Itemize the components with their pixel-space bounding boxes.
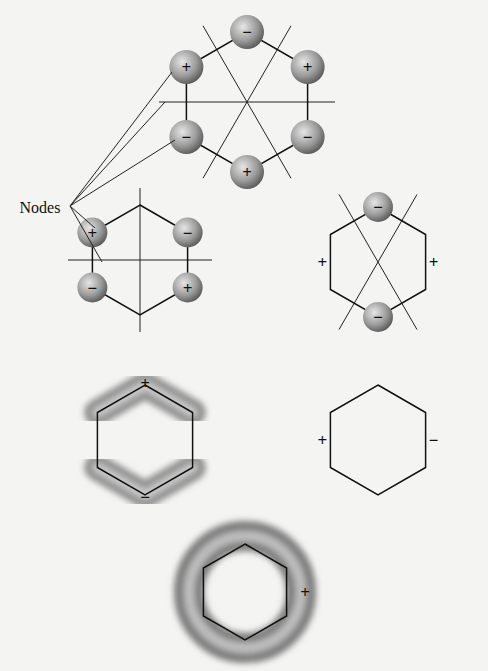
node-plane — [68, 260, 212, 261]
phase-sign: + — [318, 432, 328, 449]
leader-line — [70, 72, 172, 206]
phase-sign: + — [300, 584, 310, 601]
benzene-ring — [330, 207, 425, 317]
phase-sign: + — [140, 375, 150, 392]
leader-line — [70, 102, 165, 206]
benzene-ring — [92, 205, 187, 315]
p-orbital-lobe — [230, 15, 264, 49]
node-plane — [339, 194, 417, 329]
phase-sign: + — [182, 59, 192, 76]
phase-sign: + — [303, 59, 313, 76]
p-orbital-lobe — [169, 50, 203, 84]
p-orbital-lobe — [173, 218, 203, 248]
node-plane — [339, 194, 417, 329]
benzene-ring — [203, 544, 286, 640]
phase-sign: − — [373, 309, 383, 326]
phase-sign: − — [242, 24, 252, 41]
callout-label: Nodes — [18, 199, 63, 217]
p-orbital-lobe — [363, 302, 393, 332]
leader-line — [70, 140, 175, 206]
p-orbital-lobe — [291, 50, 325, 84]
phase-sign: − — [183, 224, 193, 241]
phase-sign: − — [429, 432, 439, 449]
p-orbital-lobe — [363, 192, 393, 222]
phase-sign: + — [242, 164, 252, 181]
phase-sign: − — [140, 489, 150, 506]
phase-sign: − — [182, 129, 192, 146]
p-orbital-lobe — [169, 120, 203, 154]
phase-sign: − — [88, 279, 98, 296]
benzene-ring — [330, 385, 425, 495]
p-orbital-lobe — [173, 273, 203, 303]
benzene-ring — [186, 32, 307, 172]
p-orbital-lobe — [77, 218, 107, 248]
phase-sign: − — [303, 129, 313, 146]
leader-line — [70, 206, 102, 262]
p-orbital-lobe — [77, 273, 107, 303]
ring-orbital — [189, 536, 301, 648]
phase-sign: + — [183, 279, 193, 296]
phase-sign: + — [318, 254, 328, 271]
benzene-ring — [97, 385, 192, 495]
phase-sign: − — [373, 199, 383, 216]
p-orbital-lobe — [291, 120, 325, 154]
phase-sign: + — [88, 224, 98, 241]
phase-sign: + — [429, 254, 439, 271]
ring-orbital-highlight — [189, 536, 301, 648]
p-orbital-lobe — [230, 155, 264, 189]
